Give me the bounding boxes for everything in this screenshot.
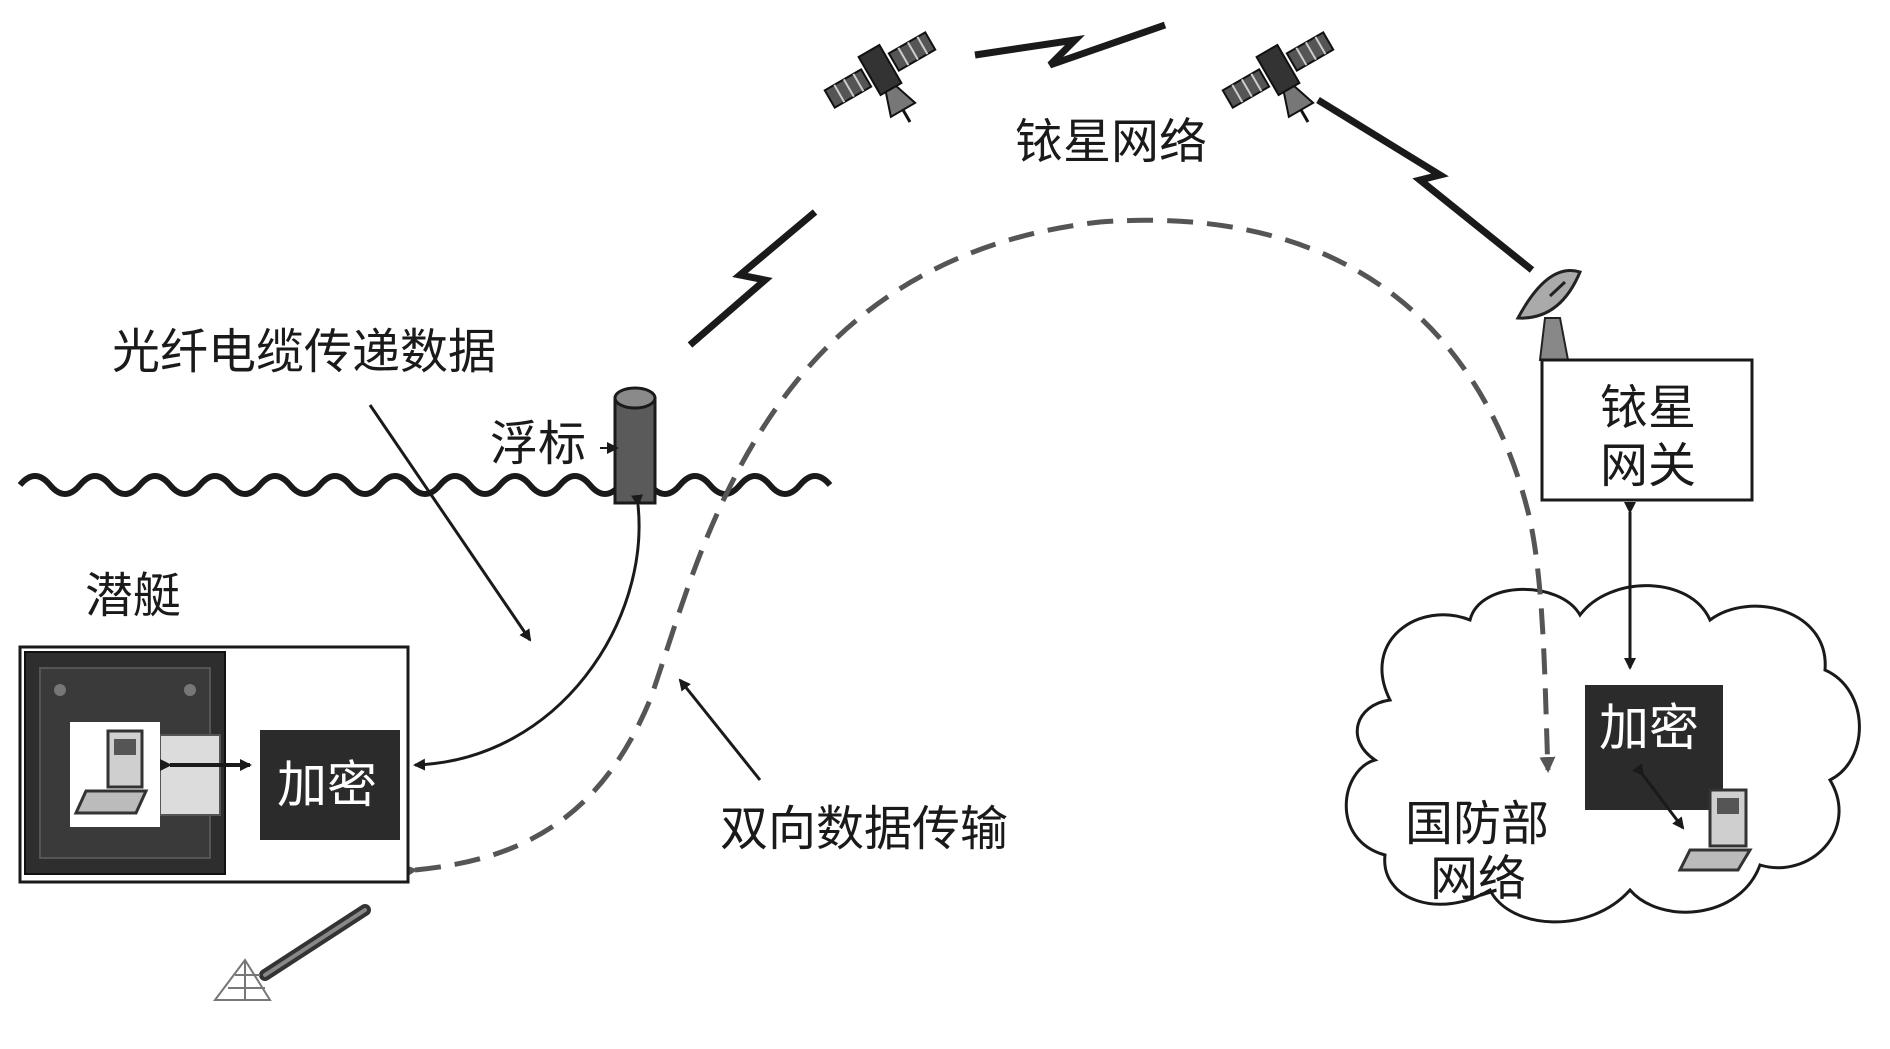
computer-icon <box>1677 788 1753 872</box>
buoy-label: 浮标 <box>490 416 586 472</box>
bidirectional-label: 双向数据传输 <box>720 801 1008 857</box>
iridium-gateway-box: 铱星 网关 <box>1540 358 1754 502</box>
dod-encrypt-label: 加密 <box>1599 699 1699 757</box>
sea-surface-wave <box>17 473 833 497</box>
dod-encrypt-computer-link <box>1632 763 1685 830</box>
gateway-downlink <box>1316 97 1535 273</box>
fiber-cable-label: 光纤电缆传递数据 <box>112 324 496 380</box>
satellite-icon <box>1221 30 1335 123</box>
computer-icon <box>73 729 149 815</box>
satellite-icon <box>823 30 937 123</box>
dod-network-label-line1: 国防部 <box>1405 796 1549 852</box>
buoy-icon <box>613 386 657 505</box>
dod-network-label-line2: 网络 <box>1430 851 1526 907</box>
submarine-label: 潜艇 <box>85 568 181 624</box>
submarine-box: 加密 <box>18 645 410 884</box>
satellite-crosslink <box>974 21 1167 69</box>
bidirectional-pointer <box>678 678 762 781</box>
submarine-encrypt-label: 加密 <box>277 756 377 814</box>
bidirectional-dashed-path <box>401 217 1556 880</box>
buoy-uplink <box>687 209 818 348</box>
iridium-gateway-label-line1: 铱星 <box>1600 380 1696 436</box>
antenna-mast-icon <box>213 904 371 1001</box>
fiber-cable-path <box>413 494 643 771</box>
iridium-network-label: 铱星网络 <box>1015 114 1207 170</box>
iridium-gateway-label-line2: 网关 <box>1600 438 1696 494</box>
dish-antenna-icon <box>1515 269 1583 361</box>
submarine-encrypt-box <box>260 730 400 840</box>
